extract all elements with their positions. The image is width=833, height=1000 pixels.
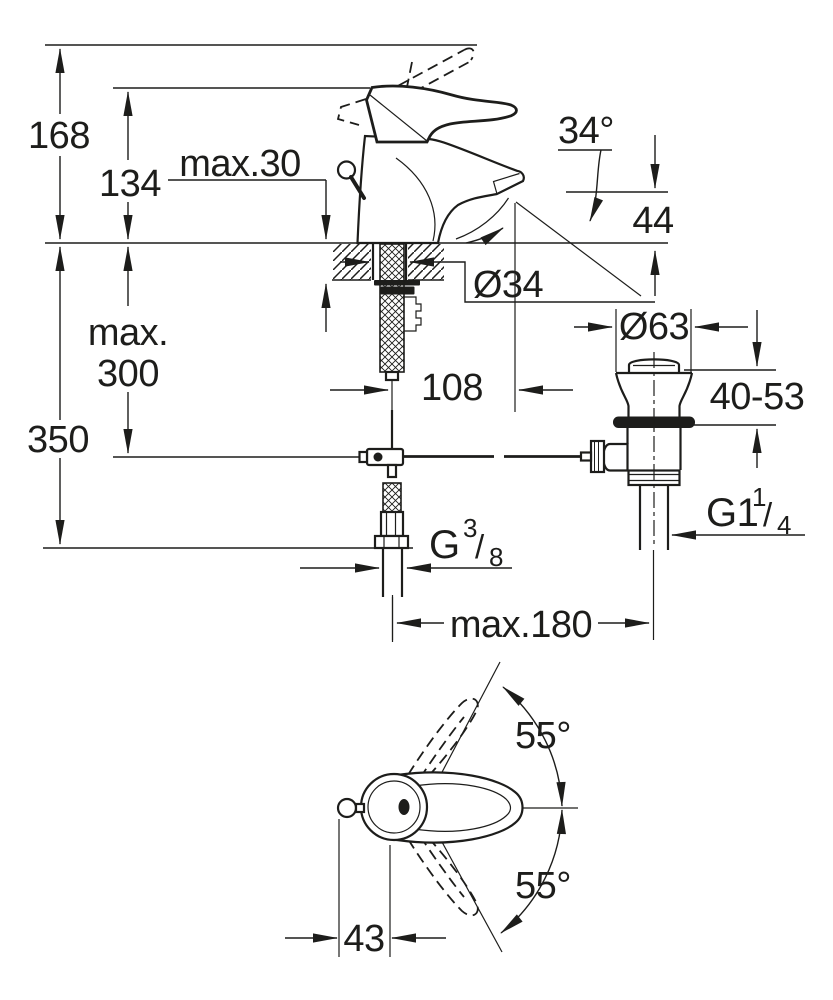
handle-cap-circle (359, 772, 429, 842)
pop-up-waste (579, 352, 695, 550)
svg-text:4: 4 (777, 510, 791, 540)
handle-top-view (336, 697, 524, 917)
dim-waste-deck-range-label: 40-53 (710, 376, 805, 418)
supply-hose (382, 482, 402, 513)
swivel-annotation (429, 661, 578, 953)
body-contour-arc (395, 157, 436, 242)
waste-body (626, 428, 682, 470)
pop-up-ball-top (336, 797, 358, 819)
dim-below-deck-max-value: 300 (97, 353, 159, 395)
svg-text:/: / (475, 528, 485, 565)
tee-stub-bottom (386, 463, 398, 479)
raised-handle-outline-2 (398, 60, 472, 101)
waste-flange-left (614, 372, 630, 417)
svg-text:8: 8 (489, 542, 503, 572)
front-view: 168 134 max.30 34° 44 Ø34 max. 300 350 1… (24, 44, 809, 956)
hose-end (384, 370, 400, 382)
dim-height-total-label: 168 (28, 115, 90, 157)
raised-lever-down-dashed (407, 833, 479, 917)
lever-top-outline (395, 771, 524, 844)
lever-top-inner (413, 783, 512, 832)
temperature-dot (398, 799, 410, 815)
lever-base-edge (369, 94, 428, 142)
dim-hole-to-waste-label: max.180 (450, 604, 592, 646)
lever-handle (365, 84, 518, 144)
svg-text:1: 1 (752, 482, 766, 512)
faucet-body (356, 134, 525, 245)
raised-lever-up-inner (419, 716, 465, 779)
dim-overall-below-deck-label: 350 (27, 419, 89, 461)
svg-text:G: G (429, 523, 460, 567)
waste-tailpipe (638, 485, 670, 550)
svg-text:G1: G1 (706, 491, 758, 535)
top-view: 55° 55° 43 (285, 661, 578, 960)
dim-deck-max-label: max.30 (179, 143, 301, 185)
dim-waste-flange-dia-label: Ø63 (619, 306, 689, 348)
handle-cap-inner-circle (367, 780, 421, 834)
linkage-tee (365, 447, 405, 467)
dim-swing-up-label: 55° (515, 715, 571, 757)
waste-flange-right (678, 372, 694, 417)
flexible-hose (379, 243, 405, 373)
dim-swing-down-label: 55° (515, 865, 571, 907)
raised-handle-nose (463, 47, 475, 61)
pop-up-ball-stub (354, 802, 366, 814)
raised-lever-down-inner (419, 835, 465, 898)
dim-outlet-height-label: 44 (632, 200, 674, 242)
svg-text:/: / (763, 496, 773, 533)
dim-handle-offset-label: 43 (343, 918, 384, 960)
raised-handle-front-edge (404, 61, 413, 98)
supply-pipe (381, 548, 404, 597)
dim-hole-dia-label: Ø34 (473, 264, 544, 306)
dim-below-deck-max-word: max. (88, 312, 168, 354)
raised-handle-heel (336, 98, 367, 126)
raised-lever-up-dashed (407, 697, 479, 781)
supply-connector (379, 510, 405, 538)
spout-contour-arc (455, 197, 510, 240)
deck-hatch-left (333, 244, 371, 280)
shank-walls (371, 243, 408, 280)
waste-lever-stub (579, 451, 593, 462)
waste-knurled-knob (589, 439, 606, 474)
dim-waste-thread-label: G1 1 / 4 (706, 482, 792, 540)
dim-43-geometry (285, 819, 446, 957)
dim-height-closed-label: 134 (99, 163, 161, 205)
pop-up-knob-rod (349, 175, 366, 200)
svg-text:3: 3 (463, 513, 477, 543)
aerator-detail (492, 172, 520, 195)
pop-up-knob-ball (336, 160, 357, 180)
rod-guide-clip (404, 296, 422, 332)
dim-supply-thread-label: G 3 / 8 (429, 513, 504, 572)
supply-hex-nut (373, 534, 410, 550)
faucet-front (333, 47, 581, 597)
dim-spout-angle-label: 34° (558, 110, 614, 152)
tee-stub-left (358, 450, 369, 464)
dim-spout-reach-label: 108 (421, 367, 483, 409)
deck-hatch-right (408, 244, 444, 280)
waste-lever-boss (602, 442, 629, 472)
dimension-lines (55, 48, 805, 640)
raised-handle-outline (382, 49, 465, 95)
tee-screw (373, 452, 383, 462)
